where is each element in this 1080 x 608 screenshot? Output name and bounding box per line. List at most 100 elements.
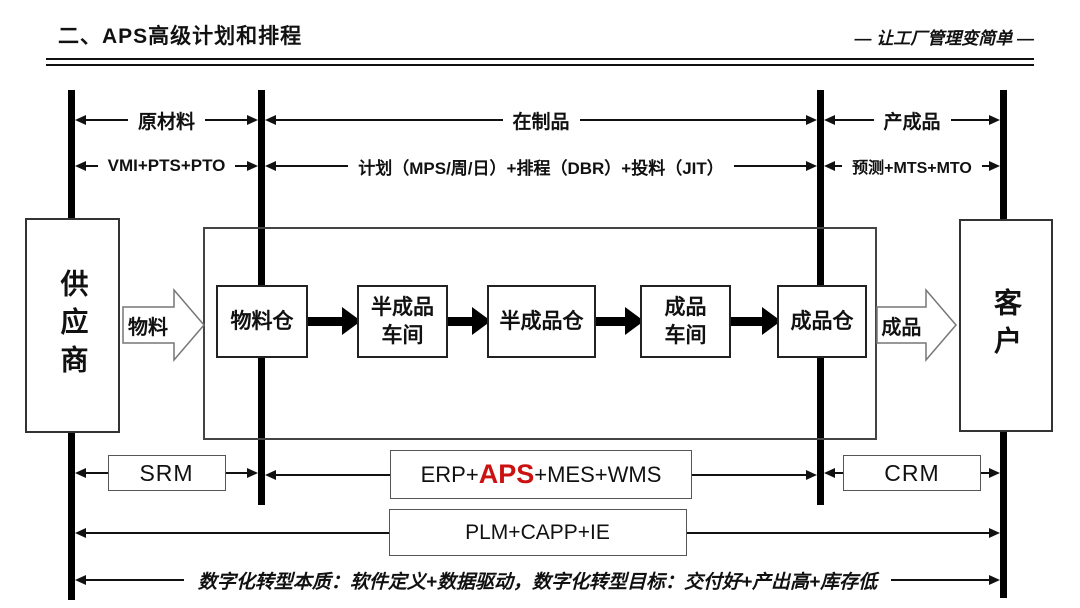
method-label-finished: 预测+MTS+MTO [852,160,972,177]
arrow-right-segment [579,115,818,125]
arrowhead-right-icon [247,115,259,125]
arrow-right-segment [981,161,1001,171]
arrow-right-segment [692,469,817,480]
arrow-right-segment [950,115,1001,125]
crm-box: CRM [843,455,981,491]
product-block-arrow: 成品 [876,288,958,362]
arrow-shaft [225,472,247,474]
arrow-left-segment [824,115,874,125]
arrowhead-right-icon [989,575,1001,585]
arrowhead-right-icon [342,307,361,335]
arrow-right-segment [205,115,259,125]
arrow-shaft [686,531,989,534]
arrowhead-right-icon [989,161,1001,171]
stage-label-finished: 产成品 [883,111,941,133]
arrow-left-segment [265,115,503,125]
arrow-shaft [891,579,990,581]
arrow-left-segment [824,468,843,478]
method-arrow-materials: VMI+PTS+PTO [75,152,258,180]
arrow-shaft [276,473,390,476]
arrow-right-segment [686,527,1000,538]
arrow-right-segment [225,468,258,478]
arrowhead-right-icon [247,161,258,171]
arrowhead-right-icon [989,527,1000,538]
arrowhead-right-icon [989,468,1000,478]
arrowhead-left-icon [75,115,86,125]
arrow-shaft [86,579,184,581]
arrow-shaft [86,119,128,121]
arrow-shaft [981,165,990,167]
method-arrow-finished: 预测+MTS+MTO [824,152,1001,180]
customer-box: 客户 [959,219,1053,432]
arrowhead-left-icon [75,468,86,478]
arrow-shaft [733,165,807,167]
supplier-box: 供应商 [25,218,120,433]
arrow-right-segment [981,468,1000,478]
factory-frame [203,227,877,440]
page-title: 二、APS高级计划和排程 [58,25,303,48]
arrow-shaft [205,119,248,121]
method-arrow-wip: 计划（MPS/周/日）+排程（DBR）+投料（JIT） [265,152,818,180]
arrow-shaft [727,316,762,326]
arrow-shaft [579,119,807,121]
erp-label: ERP+ [420,461,479,487]
method-label-wip: 计划（MPS/周/日）+排程（DBR）+投料（JIT） [358,158,724,178]
process-box-label: 半成品仓 [499,309,584,333]
crm-label: CRM [884,459,940,486]
supplier-label: 供应商 [57,268,89,383]
aps-label: APS [478,459,535,489]
footer-row: 数字化转型本质：软件定义+数据驱动，数字化转型目标：交付好+产出高+库存低 [75,563,1001,597]
erp-row: ERP+APS+MES+WMS [265,450,817,499]
arrow-shaft [835,165,843,167]
process-box-material-warehouse: 物料仓 [216,285,308,358]
arrowhead-left-icon [265,161,276,171]
arrow-left-segment [75,115,128,125]
arrowhead-right-icon [806,469,817,480]
arrow-left-segment [75,468,108,478]
process-box-finished-workshop: 成品 车间 [640,285,731,358]
arrowhead-left-icon [824,161,835,171]
erp-aps-mes-wms-box: ERP+APS+MES+WMS [390,450,692,499]
arrow-right-segment [733,161,818,171]
flow-arrow-4 [727,307,781,335]
arrowhead-right-icon [625,307,644,335]
plm-label: PLM+CAPP+IE [465,520,610,544]
arrow-shaft [86,531,389,534]
stage-arrow-materials: 原材料 [75,106,259,134]
arrow-right-segment [891,575,1001,585]
customer-label: 客户 [991,287,1022,364]
arrow-shaft [981,472,989,474]
arrow-left-segment [75,575,184,585]
process-box-label: 成品仓 [790,309,854,333]
process-box-label: 半成品 车间 [371,296,434,347]
stage-arrow-wip: 在制品 [265,106,818,134]
arrowhead-right-icon [806,115,818,125]
stage-label-wip: 在制品 [512,111,570,133]
arrowhead-right-icon [762,307,781,335]
block-arrow-shape [876,288,957,362]
arrow-shaft [276,119,503,121]
flow-arrow-1 [304,307,361,335]
process-box-finished-warehouse: 成品仓 [777,285,867,358]
footer-slogan: 数字化转型本质：软件定义+数据驱动，数字化转型目标：交付好+产出高+库存低 [197,571,878,593]
arrow-shaft [692,473,806,476]
arrow-shaft [304,316,342,326]
crm-row: CRM [824,455,1000,491]
material-block-arrow: 物料 [122,288,206,362]
arrowhead-left-icon [75,161,86,171]
arrowhead-right-icon [247,468,258,478]
plm-capp-ie-box: PLM+CAPP+IE [388,509,687,556]
arrowhead-left-icon [824,115,835,125]
plm-row: PLM+CAPP+IE [75,509,1000,556]
block-arrow-shape [122,288,205,362]
arrowhead-left-icon [265,469,276,480]
arrow-shaft [235,165,247,167]
process-box-semi-workshop: 半成品 车间 [357,285,448,358]
arrowhead-left-icon [75,575,86,585]
arrow-shaft [835,472,843,474]
mes-wms-label: +MES+WMS [534,461,662,487]
arrow-shaft [592,316,625,326]
arrow-shaft [444,316,472,326]
arrow-left-segment [265,469,390,480]
